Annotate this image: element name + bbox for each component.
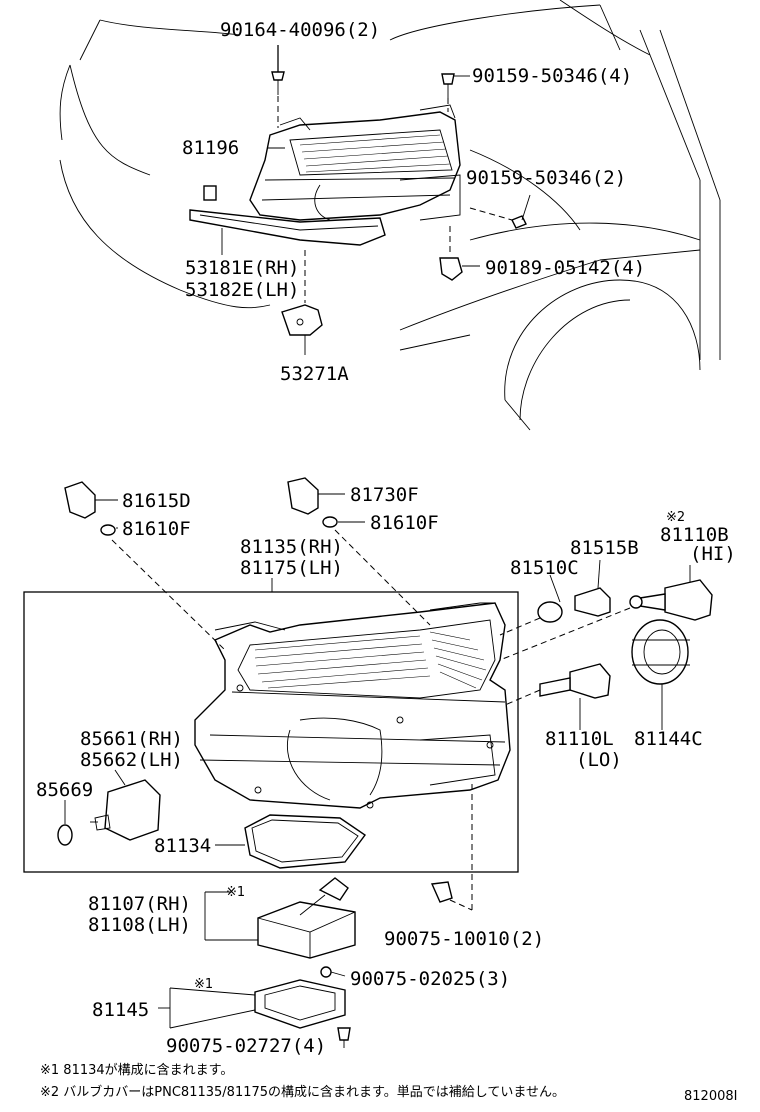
bulb-81610F-left-shape [100,524,226,651]
label-bracket-81196: 81196 [182,137,239,159]
screw-right-top-shape [441,73,470,112]
bulb-81110L-shape [504,663,611,730]
label-hi-tag: (HI) [690,543,736,565]
label-screw-right-top: 90159-50346(4) [472,65,632,87]
label-hi-bulb: 81110B [660,524,729,546]
computer-shape [204,877,356,959]
socket-81615D-shape [64,481,118,519]
label-bulb-515: 81515B [570,537,639,559]
bulb-81110B-shape [499,565,713,661]
label-socket-mid: 81730F [350,484,419,506]
clip-shape [439,226,480,281]
bulb-81515B-shape [574,559,611,617]
hid-igniter-shape [90,769,161,841]
label-socket-left: 81615D [122,490,191,512]
label-bracket-note: ※1 [194,977,213,992]
label-gasket: 81134 [154,835,211,857]
screw-right-mid-shape [469,194,531,229]
label-hook: 53271A [280,363,349,385]
footnote-1: ※1 81134が構成に含まれます。 [40,1062,233,1078]
screw-02727-shape [337,1027,351,1048]
bracket-81145-shape [158,979,346,1029]
molding-strip [189,209,386,246]
label-oring: 85669 [36,779,93,801]
lower-headlamp-assembly [194,602,511,809]
label-computer-rh: 81107(RH) [88,893,191,915]
label-computer-lh: 81108(LH) [88,914,191,936]
label-headlamp-rh: 81135(RH) [240,536,343,558]
gasket-shape [215,814,366,869]
label-hi-note: ※2 [666,510,685,525]
screw-10010-shape [430,780,473,911]
label-molding-lh: 53182E(LH) [185,279,299,301]
vehicle-body-outline [59,0,721,431]
label-bulb-left: 81610F [122,518,191,540]
oring-shape [57,800,73,846]
figure-reference: 812008I [684,1089,737,1104]
label-screw-right-mid: 90159-50346(2) [466,167,626,189]
label-screw-02727: 90075-02727(4) [166,1035,326,1057]
bulb-81610F-mid-shape [322,516,431,626]
label-bulb-mid: 81610F [370,512,439,534]
footnote-2: ※2 バルブカバーはPNC81135/81175の構成に含まれます。単品では補給… [40,1084,565,1100]
screw-02025-shape [320,966,346,978]
label-lo-bulb: 81110L [545,728,614,750]
label-cover: 81144C [634,728,703,750]
screw-top-shape [271,45,285,128]
socket-81730F-shape [287,477,345,515]
label-bulb-510: 81510C [510,557,579,579]
label-hid-lh: 85662(LH) [80,749,183,771]
bulb-81510C-shape [499,574,563,636]
label-bracket-81145: 81145 [92,999,149,1021]
label-clip: 90189-05142(4) [485,257,645,279]
label-hid-rh: 85661(RH) [80,728,183,750]
label-headlamp-lh: 81175(LH) [240,557,343,579]
label-screw-02025: 90075-02025(3) [350,968,510,990]
upper-headlamp-assembly [249,104,461,221]
label-computer-note: ※1 [226,885,245,900]
label-molding-rh: 53181E(RH) [185,257,299,279]
hook-shape [281,250,323,355]
bracket-81196-shape [203,147,285,201]
label-screw-top: 90164-40096(2) [220,19,380,41]
cover-81144C-shape [631,619,690,730]
label-lo-tag: (LO) [576,749,622,771]
headlamp-group-box [23,591,519,873]
label-screw-10010: 90075-10010(2) [384,928,544,950]
